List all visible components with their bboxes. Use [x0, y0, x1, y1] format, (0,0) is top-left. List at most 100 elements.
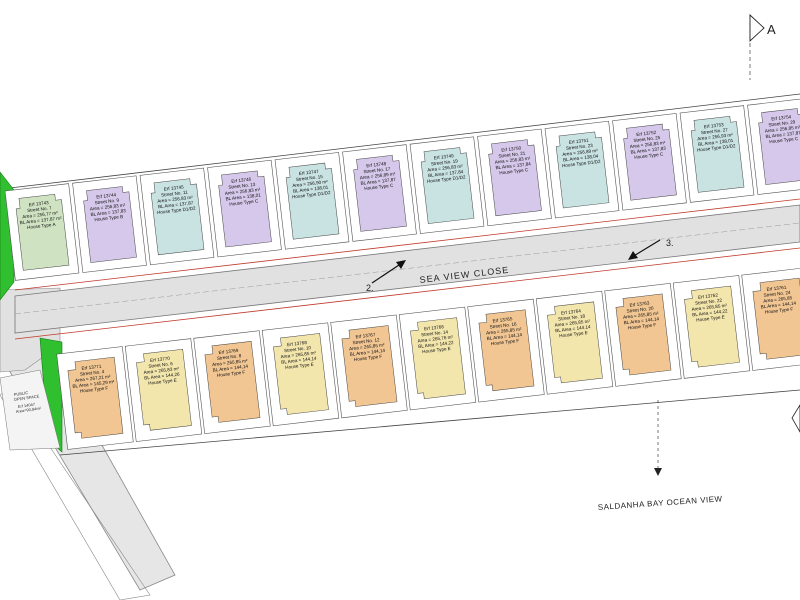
street-number: Street No. 25: [633, 135, 661, 143]
building-line-area: BL Area = 138,01: [698, 138, 734, 147]
building-line-area: BL Area = 138,01: [293, 185, 329, 194]
erf-number: Erf 13749: [434, 153, 455, 160]
house-footprint: [478, 309, 535, 392]
house-type: House Type E: [285, 362, 314, 370]
ocean-view-arrow-icon: [654, 468, 662, 476]
erf-number: Erf 13746: [231, 177, 252, 184]
section-marker-lower-arrow-icon: [791, 404, 800, 433]
open-space-label-1: PUBLIC: [13, 390, 28, 397]
house-footprint: [136, 348, 192, 431]
erf-area: Area = 265,85 m²: [486, 326, 522, 335]
street-number: Street No. 17: [363, 166, 391, 174]
building-line-area: BL Area = 144,26: [144, 372, 180, 381]
house-type: House Type D1/D2: [157, 206, 196, 215]
erf-number: Erf 13765: [492, 316, 513, 323]
house-type: House Type D1/D2: [292, 190, 331, 199]
house-footprint: [752, 277, 800, 360]
open-space-area-label: Area=90,84m²: [15, 405, 42, 414]
road-centre-line: [14, 222, 800, 315]
road-sea-view-close: [14, 204, 800, 334]
house-type: House Type C: [634, 152, 664, 160]
house-footprint: [547, 301, 603, 384]
street-number: Street No. 18: [558, 313, 586, 321]
house-footprint: [341, 325, 398, 407]
erf-number: Erf 13745: [164, 184, 185, 191]
erf-area: Area = 267,21 m²: [75, 374, 111, 383]
house-type: House Type C: [499, 167, 529, 175]
house-footprint: [690, 116, 745, 193]
street-number: Street No. 27: [701, 127, 729, 135]
erf-number: Erf 13747: [299, 169, 320, 176]
building-line-area: BL Area = 137,83: [90, 208, 126, 217]
erf-number: Erf 13768: [287, 340, 308, 347]
section-marker-arrow-icon: [749, 13, 765, 43]
house-type: House Type D1/D2: [562, 159, 601, 168]
house-footprint: [218, 170, 272, 248]
open-space-erf-label: Erf 14047: [17, 402, 36, 409]
erf-area: Area = 256,89 m²: [360, 171, 396, 180]
street-number: Street No. 7: [27, 205, 52, 213]
building-line-area: BL Area = 145,29 m²: [72, 379, 115, 389]
erf-number: Erf 13761: [766, 285, 787, 292]
building-line-area: BL Area = 144,14: [555, 324, 591, 333]
house-type: House Type F: [765, 306, 794, 314]
street-number: Street No. 4: [80, 369, 105, 377]
building-line-area: BL Area = 144,14: [212, 364, 248, 373]
street-number: Street No. 12: [352, 337, 380, 345]
erf-area: Area = 256,83 m²: [495, 156, 531, 165]
building-line-area: BL Area = 137,84: [428, 169, 464, 178]
house-footprint: [150, 178, 205, 256]
ocean-view-label: SALDANHA BAY OCEAN VIEW: [598, 494, 723, 512]
building-line-area: BL Area = 138,01: [225, 192, 261, 201]
arrow-3-head: [628, 251, 638, 260]
building-line-area: BL Area = 144,22: [418, 340, 454, 349]
building-line-area: BL Area = 137,87: [158, 200, 194, 209]
erf-number: Erf 13764: [561, 308, 582, 315]
house-type: House Type E: [422, 346, 451, 354]
house-footprint: [615, 293, 672, 376]
house-footprint: [15, 194, 70, 271]
erf-number: Erf 13748: [366, 161, 387, 168]
erf-area: Area = 265,85: [763, 295, 793, 303]
erf-number: Erf 13762: [698, 293, 719, 300]
erf-area: Area = 256,93 m²: [697, 132, 733, 141]
erf-number: Erf 13770: [150, 356, 171, 363]
street-number: Street No. 8: [217, 353, 242, 361]
house-type: House Type F: [491, 338, 520, 346]
house-footprint: [488, 139, 542, 217]
house-footprint: [684, 285, 740, 368]
erf-number: Erf 13767: [355, 332, 376, 339]
boundary-line-north: [14, 198, 800, 291]
house-footprint: [353, 155, 407, 232]
street-number: Street No. 16: [489, 321, 517, 329]
house-footprint: [67, 356, 124, 439]
house-type: House Type F: [217, 370, 246, 378]
erf-area: Area = 265,85 m²: [691, 303, 727, 312]
section-marker-label: A: [767, 22, 776, 37]
street-number: Street No. 6: [148, 361, 173, 369]
house-type: House Type E: [148, 378, 177, 386]
street-number: Street No. 24: [763, 290, 791, 298]
erf-number: Erf 13744: [96, 192, 117, 199]
north-block-rear-boundary: [9, 93, 800, 189]
erf-area: Area = 256,83 m²: [90, 202, 126, 211]
street-number: Street No. 20: [626, 306, 654, 314]
building-line-area: BL Area = 137,83: [630, 146, 666, 155]
erf-number: Erf 13769: [218, 348, 239, 355]
house-type: House Type B: [94, 214, 123, 222]
erf-area: Area = 256,83 m²: [225, 187, 261, 196]
street-number: Street No. 9: [94, 198, 119, 206]
house-footprint: [623, 123, 677, 201]
